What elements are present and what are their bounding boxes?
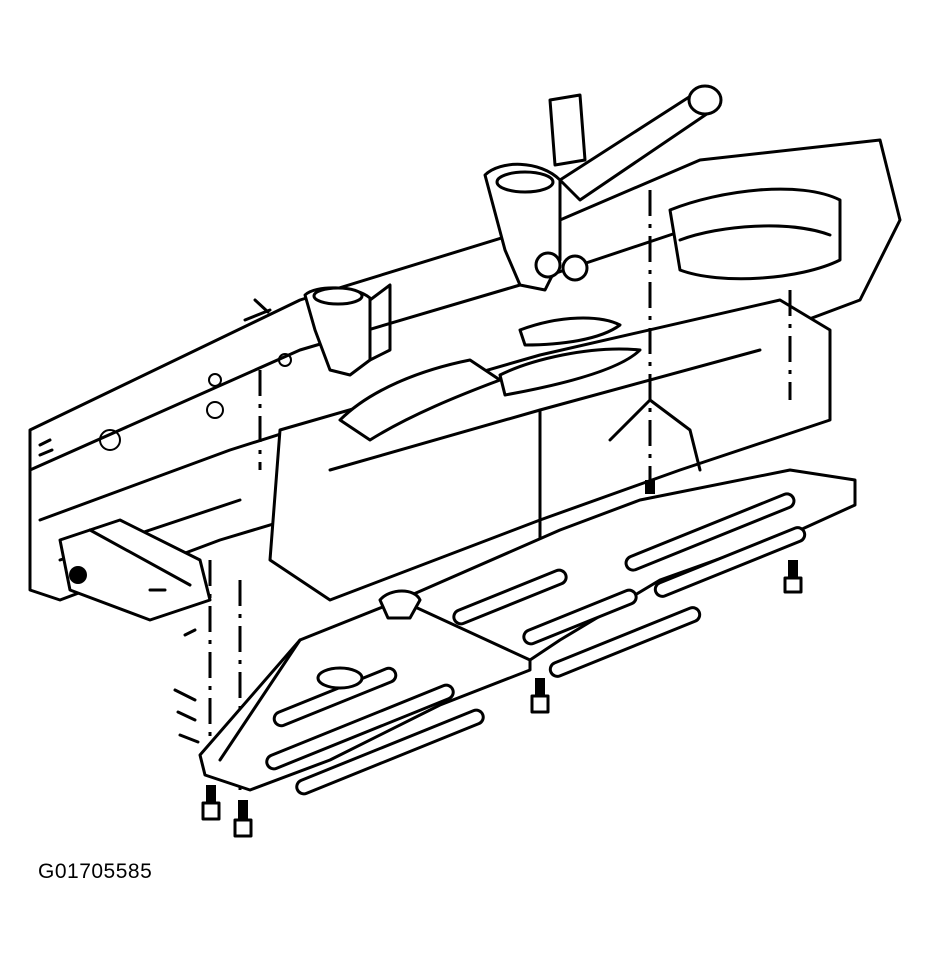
running-board-exploded-illustration: [28, 84, 902, 838]
step-pad-front: [198, 598, 532, 796]
bolt-b: [233, 800, 253, 838]
body-mount-bracket-rear: [483, 84, 723, 292]
figure-id-label: G01705585: [38, 860, 153, 883]
bolt-c: [530, 678, 550, 714]
body-mount-bracket-front: [243, 283, 392, 377]
step-mounting-bolt: [201, 480, 803, 838]
frame-crossmember: [58, 518, 212, 744]
bolt-d: [783, 560, 803, 594]
step-pad-rear: [378, 398, 857, 678]
bolt-a: [201, 785, 221, 821]
fuel-tank: [268, 187, 842, 602]
bolt-e: [645, 480, 655, 494]
